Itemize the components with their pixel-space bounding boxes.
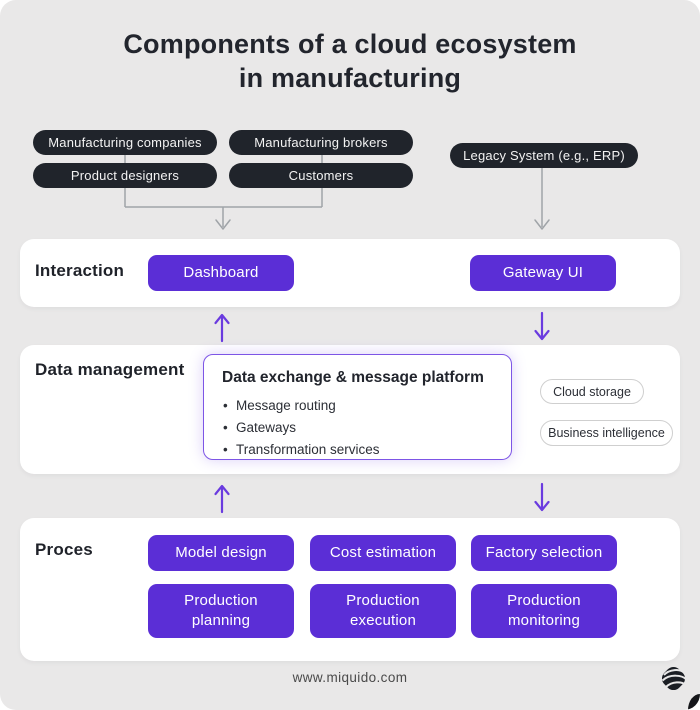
data-management-panel: Data management Data exchange & message … <box>20 345 680 474</box>
footer-url: www.miquido.com <box>292 670 408 685</box>
platform-feature-list: Message routing Gateways Transformation … <box>222 395 511 461</box>
business-intelligence-pill: Business intelligence <box>540 420 673 446</box>
production-monitoring-node: Production monitoring <box>471 584 617 638</box>
model-design-node: Model design <box>148 535 294 571</box>
gray-connector-lines <box>124 154 550 230</box>
data-management-label: Data management <box>35 360 185 379</box>
purple-flow-arrows <box>214 311 550 514</box>
pill-customers: Customers <box>229 163 413 188</box>
platform-feature: Message routing <box>222 395 511 417</box>
interaction-panel: Interaction Dashboard Gateway UI <box>20 239 680 307</box>
cost-estimation-node: Cost estimation <box>310 535 456 571</box>
arrow-down-icon <box>534 219 550 230</box>
factory-selection-node: Factory selection <box>471 535 617 571</box>
page-title: Components of a cloud ecosystem in manuf… <box>0 27 700 95</box>
process-label: Proces <box>35 540 93 559</box>
gateway-ui-node: Gateway UI <box>470 255 616 291</box>
pill-manufacturing-companies: Manufacturing companies <box>33 130 217 155</box>
page-title-line1: Components of a cloud ecosystem <box>123 29 577 59</box>
arrow-up-icon <box>214 484 230 496</box>
process-panel: Proces Model design Cost estimation Fact… <box>20 518 680 661</box>
arrow-down-icon <box>534 329 550 341</box>
corner-accent <box>688 694 700 710</box>
arrow-down-icon <box>534 500 550 512</box>
arrow-up-icon <box>214 313 230 325</box>
pill-legacy-system: Legacy System (e.g., ERP) <box>450 143 638 168</box>
dashboard-node: Dashboard <box>148 255 294 291</box>
arrow-down-icon <box>215 219 231 230</box>
cloud-storage-pill: Cloud storage <box>540 379 644 404</box>
interaction-label: Interaction <box>35 261 125 280</box>
production-planning-node: Production planning <box>148 584 294 638</box>
platform-feature: Gateways <box>222 417 511 439</box>
page-title-line2: in manufacturing <box>238 63 462 93</box>
miquido-logo <box>661 666 688 691</box>
pill-product-designers: Product designers <box>33 163 217 188</box>
pill-manufacturing-brokers: Manufacturing brokers <box>229 130 413 155</box>
production-execution-node: Production execution <box>310 584 456 638</box>
platform-feature: Transformation services <box>222 439 511 461</box>
data-exchange-platform-box: Data exchange & message platform Message… <box>203 354 512 461</box>
platform-title: Data exchange & message platform <box>222 369 484 386</box>
